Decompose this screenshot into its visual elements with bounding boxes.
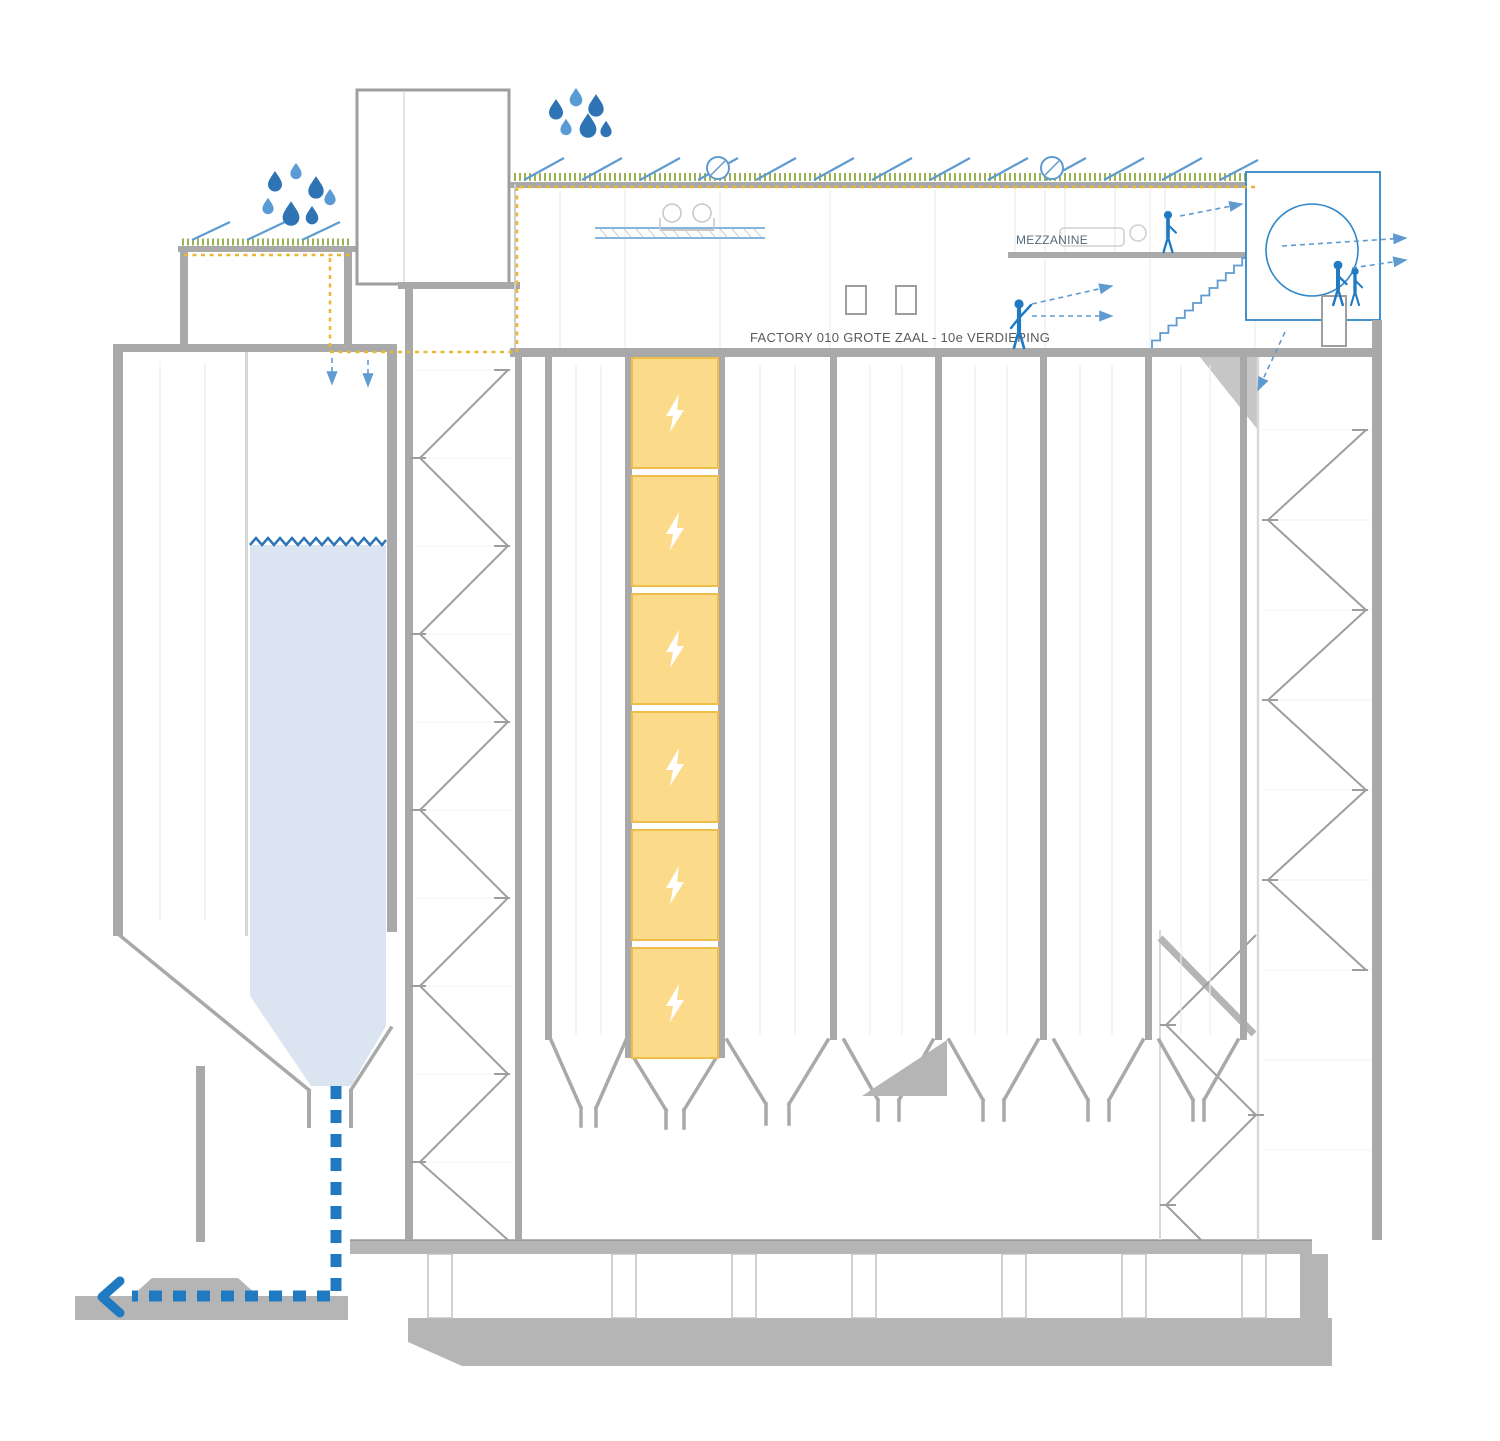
raindrop-icon <box>262 197 274 215</box>
discharge-pipe-line <box>132 1086 342 1302</box>
table-sketch <box>659 203 715 231</box>
solar-panel-icon <box>301 221 341 241</box>
solar-panel-icon <box>581 157 623 181</box>
raindrop-icon <box>549 99 563 120</box>
silo-top-slab <box>113 344 397 352</box>
mezzanine-slab <box>1008 252 1254 258</box>
rain <box>262 87 612 388</box>
wall-opening <box>845 285 867 315</box>
solar-panel-icon <box>1219 159 1259 181</box>
raindrop-icon <box>560 118 572 136</box>
stored-water <box>250 545 386 1086</box>
solar-panel-icon <box>246 221 286 241</box>
raindrop-icon <box>600 120 612 138</box>
people <box>1009 209 1364 350</box>
silo-hoppers <box>548 1037 1241 1130</box>
water-silo <box>113 344 397 1242</box>
raindrop-icon <box>569 87 583 107</box>
foundation-slab <box>408 1318 1332 1366</box>
water-surface-line <box>249 536 387 547</box>
mezzanine-stair <box>1151 257 1251 348</box>
ground-left <box>75 1278 348 1320</box>
tower-roof-slab <box>178 246 356 252</box>
raindrop-icon <box>579 113 597 138</box>
raindrop-icon <box>290 162 302 180</box>
raindrop-icon <box>324 188 336 206</box>
raindrop-icon <box>282 201 300 226</box>
water-discharge <box>97 1086 342 1318</box>
solar-panel-icon <box>929 157 971 181</box>
basement-floor-slab <box>350 1240 1312 1254</box>
solar-panel-icon <box>755 157 797 181</box>
floor-label: FACTORY 010 GROTE ZAAL - 10e VERDIEPING <box>750 330 1050 345</box>
basement-columns <box>427 1253 1267 1319</box>
mezzanine-label: MEZZANINE <box>1016 233 1088 247</box>
top-floor-slab <box>510 348 1382 357</box>
raindrop-cluster-top <box>549 87 612 138</box>
left-stair-shaft <box>405 285 522 1241</box>
solar-panels-left <box>191 221 341 241</box>
silo-texture-lines <box>575 365 1211 1035</box>
silo-hall <box>545 357 1247 1130</box>
solar-panel-icon <box>871 157 913 181</box>
porthole-window <box>1265 203 1359 297</box>
solar-panel-icon <box>191 221 231 241</box>
stair-wall-left <box>405 285 413 1240</box>
silo-divider-wall <box>245 352 248 936</box>
viewing-box <box>1245 171 1381 347</box>
raindrop-cluster-left <box>262 162 336 226</box>
solar-panel-icon <box>523 157 565 181</box>
raindrop-icon <box>588 94 604 117</box>
solar-panel-icon <box>639 157 681 181</box>
mezzanine-hangers <box>1014 188 1216 252</box>
left-roof-tower <box>178 221 356 348</box>
lamp-sketch <box>1129 224 1147 242</box>
main-roof <box>510 156 1262 188</box>
mezzanine: MEZZANINE <box>1008 188 1254 348</box>
energy-storage-column <box>631 357 719 1059</box>
stair-wall-right <box>515 357 522 1240</box>
zaal-columns <box>559 190 1256 348</box>
foundation <box>75 1239 1332 1366</box>
basement-wall-right <box>1300 1254 1328 1366</box>
silo-wall-right <box>387 352 397 932</box>
solar-panel-icon <box>813 157 855 181</box>
silo-outer-wall-left <box>113 348 123 936</box>
sightlines <box>1031 200 1408 392</box>
energy-flow-lines <box>184 185 1256 354</box>
raindrop-icon <box>268 171 282 192</box>
sofa-sketch <box>1059 227 1125 247</box>
stair-flights-left <box>418 369 510 1241</box>
outer-wall-right <box>1372 320 1382 1240</box>
hoist-tower <box>355 88 520 289</box>
silo-support-wall <box>196 1066 205 1242</box>
person-icon <box>1009 299 1033 350</box>
raindrop-icon <box>305 205 319 225</box>
solar-panel-icon <box>1103 157 1145 181</box>
wall-opening <box>895 285 917 315</box>
roof-slab <box>510 182 1262 188</box>
solar-panel-icon <box>1161 157 1203 181</box>
solar-panel-icon <box>987 157 1029 181</box>
discharge-arrow-icon <box>97 1276 125 1318</box>
raindrop-icon <box>308 176 324 199</box>
grote-zaal: FACTORY 010 GROTE ZAAL - 10e VERDIEPING <box>510 184 1382 357</box>
